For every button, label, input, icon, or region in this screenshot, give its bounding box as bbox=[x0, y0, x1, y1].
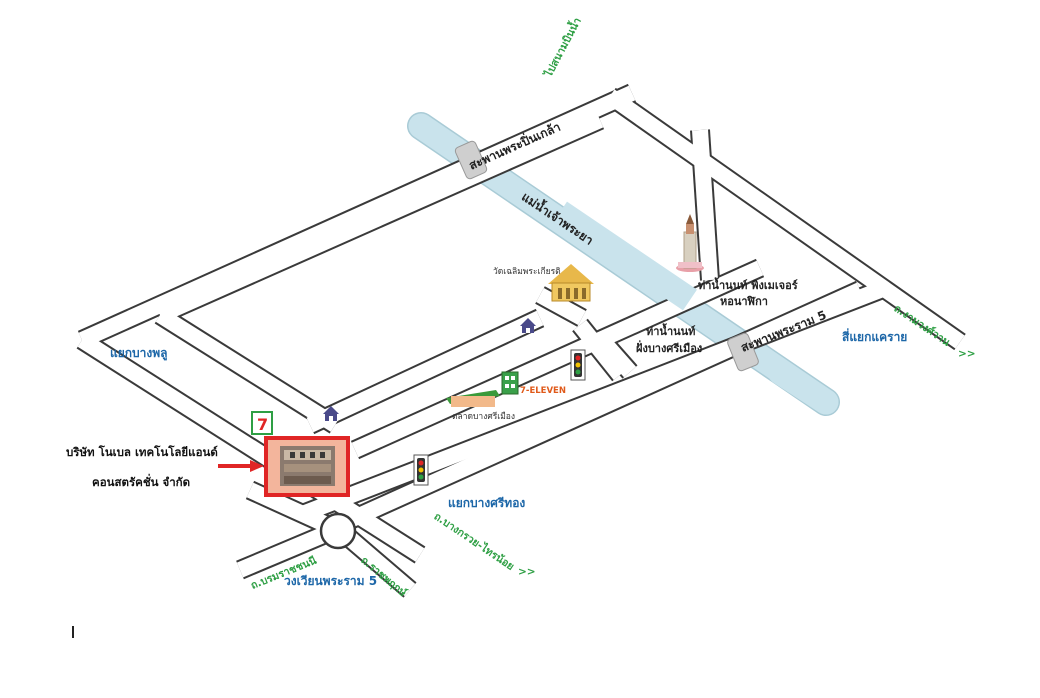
label-pier-bangsrimuang-1: ท่าน้ำนนท์ bbox=[646, 325, 696, 338]
label-store: 7-ELEVEN bbox=[520, 386, 566, 396]
house-icon bbox=[520, 318, 536, 333]
label-pier-nonthaburi-2: หอนาฬิกา bbox=[720, 295, 768, 308]
company-building-photo bbox=[264, 436, 350, 497]
clock-tower-icon bbox=[676, 214, 704, 272]
seven-eleven-logo: 7 bbox=[251, 411, 273, 435]
label-bang-phlu: แยกบางพลู bbox=[110, 346, 168, 360]
label-market: ตลาดบางศรีเมือง bbox=[452, 412, 516, 422]
market-icon bbox=[446, 390, 500, 407]
company-name-line2: คอนสตรัคชั่น จำกัด bbox=[92, 475, 191, 489]
traffic-light-icon bbox=[570, 349, 586, 381]
svg-text:7: 7 bbox=[257, 415, 268, 434]
road-network bbox=[76, 83, 966, 598]
label-ngamwongwan-arrow: >> bbox=[958, 348, 976, 360]
bridge-pinklao-mark bbox=[454, 140, 488, 180]
traffic-light-icon bbox=[413, 454, 429, 486]
label-bang-si-thong: แยกบางศรีทอง bbox=[448, 496, 526, 510]
roundabout-icon bbox=[319, 512, 357, 550]
label-bangkruai-sainoi-arrow: >> bbox=[518, 566, 536, 578]
bridge-rama5-mark bbox=[727, 332, 759, 372]
text-cursor bbox=[72, 626, 74, 638]
house-icon bbox=[323, 406, 339, 421]
label-pier-nonthaburi-1: ท่าน้ำนนท์ พิงเมเจอร์ bbox=[698, 279, 798, 292]
label-rama5-circle: วงเวียนพระราม 5 bbox=[284, 574, 378, 588]
river-overlay bbox=[552, 201, 839, 415]
label-khae-rai: สี่แยกแคราย bbox=[842, 330, 908, 344]
temple-icon bbox=[548, 264, 594, 302]
red-arrow-icon bbox=[218, 460, 264, 472]
label-pier-bangsrimuang-2: ฝั่งบางศรีเมือง bbox=[636, 342, 703, 355]
label-temple: วัดเฉลิมพระเกียรติ bbox=[493, 267, 561, 277]
shop-icon bbox=[501, 371, 519, 395]
company-name-line1: บริษัท โนเบล เทคโนโลยีแอนด์ bbox=[66, 445, 218, 459]
